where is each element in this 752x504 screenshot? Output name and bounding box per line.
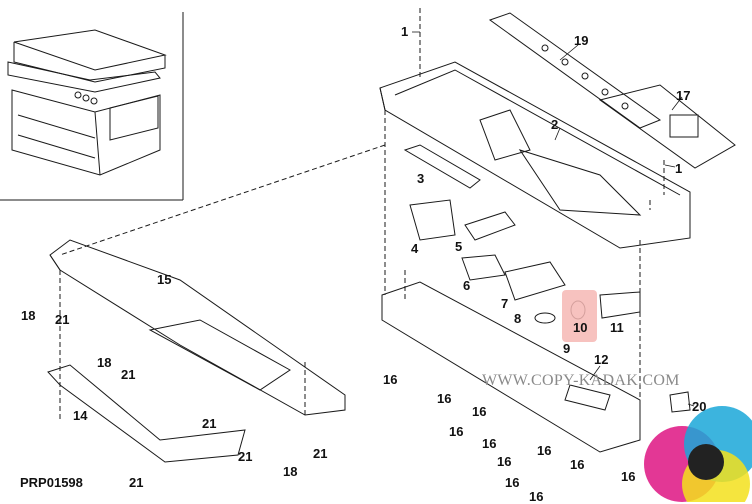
- callout-16: 16: [383, 372, 398, 387]
- part-10-highlight: [562, 290, 597, 342]
- watermark-text: WWW.COPY-KADAK.COM: [482, 372, 680, 389]
- callout-21: 21: [202, 416, 217, 431]
- lower-cover: [47, 364, 246, 463]
- callout-16: 16: [570, 457, 585, 472]
- callout-5: 5: [455, 239, 463, 254]
- operation-panel-cover: [379, 61, 691, 249]
- assembly-guides: [59, 8, 665, 420]
- callout-18: 18: [21, 308, 36, 323]
- callout-10: 10: [573, 320, 588, 335]
- callout-18: 18: [97, 355, 112, 370]
- callout-21: 21: [238, 449, 253, 464]
- callout-6: 6: [463, 278, 471, 293]
- pcb-plate: [381, 281, 641, 453]
- callout-16: 16: [505, 475, 520, 490]
- callout-21: 21: [129, 475, 144, 490]
- callout-16: 16: [529, 489, 544, 504]
- callout-21: 21: [55, 312, 70, 327]
- cmyk-logo-icon: [644, 406, 752, 502]
- callout-1: 1: [401, 24, 409, 39]
- callout-17: 17: [676, 88, 691, 103]
- callout-16: 16: [472, 404, 487, 419]
- callout-21: 21: [313, 446, 328, 461]
- callout-15: 15: [157, 272, 172, 287]
- callout-16: 16: [621, 469, 636, 484]
- callout-4: 4: [411, 241, 419, 256]
- callout-2: 2: [551, 117, 559, 132]
- callout-19: 19: [574, 33, 589, 48]
- callout-16: 16: [449, 424, 464, 439]
- callout-3: 3: [417, 171, 425, 186]
- callout-16: 16: [482, 436, 497, 451]
- callout-12: 12: [594, 352, 609, 367]
- part-20-shape: [669, 391, 691, 413]
- callout-1: 1: [675, 161, 683, 176]
- callout-8: 8: [514, 311, 522, 326]
- callout-18: 18: [283, 464, 298, 479]
- callout-14: 14: [73, 408, 88, 423]
- leader-lines: [412, 31, 695, 407]
- callout-16: 16: [537, 443, 552, 458]
- callout-16: 16: [497, 454, 512, 469]
- callout-11: 11: [610, 320, 624, 335]
- callout-21: 21: [121, 367, 136, 382]
- button-strips: [403, 144, 641, 319]
- callout-20: 20: [692, 399, 707, 414]
- callout-16: 16: [437, 391, 452, 406]
- key-sheet-17: [598, 84, 736, 169]
- callout-7: 7: [501, 296, 509, 311]
- operation-frame: [49, 239, 346, 416]
- callout-9: 9: [563, 341, 571, 356]
- copier-thumbnail: [0, 12, 184, 201]
- document-id: PRP01598: [20, 475, 83, 490]
- key-sheet-19: [488, 12, 662, 129]
